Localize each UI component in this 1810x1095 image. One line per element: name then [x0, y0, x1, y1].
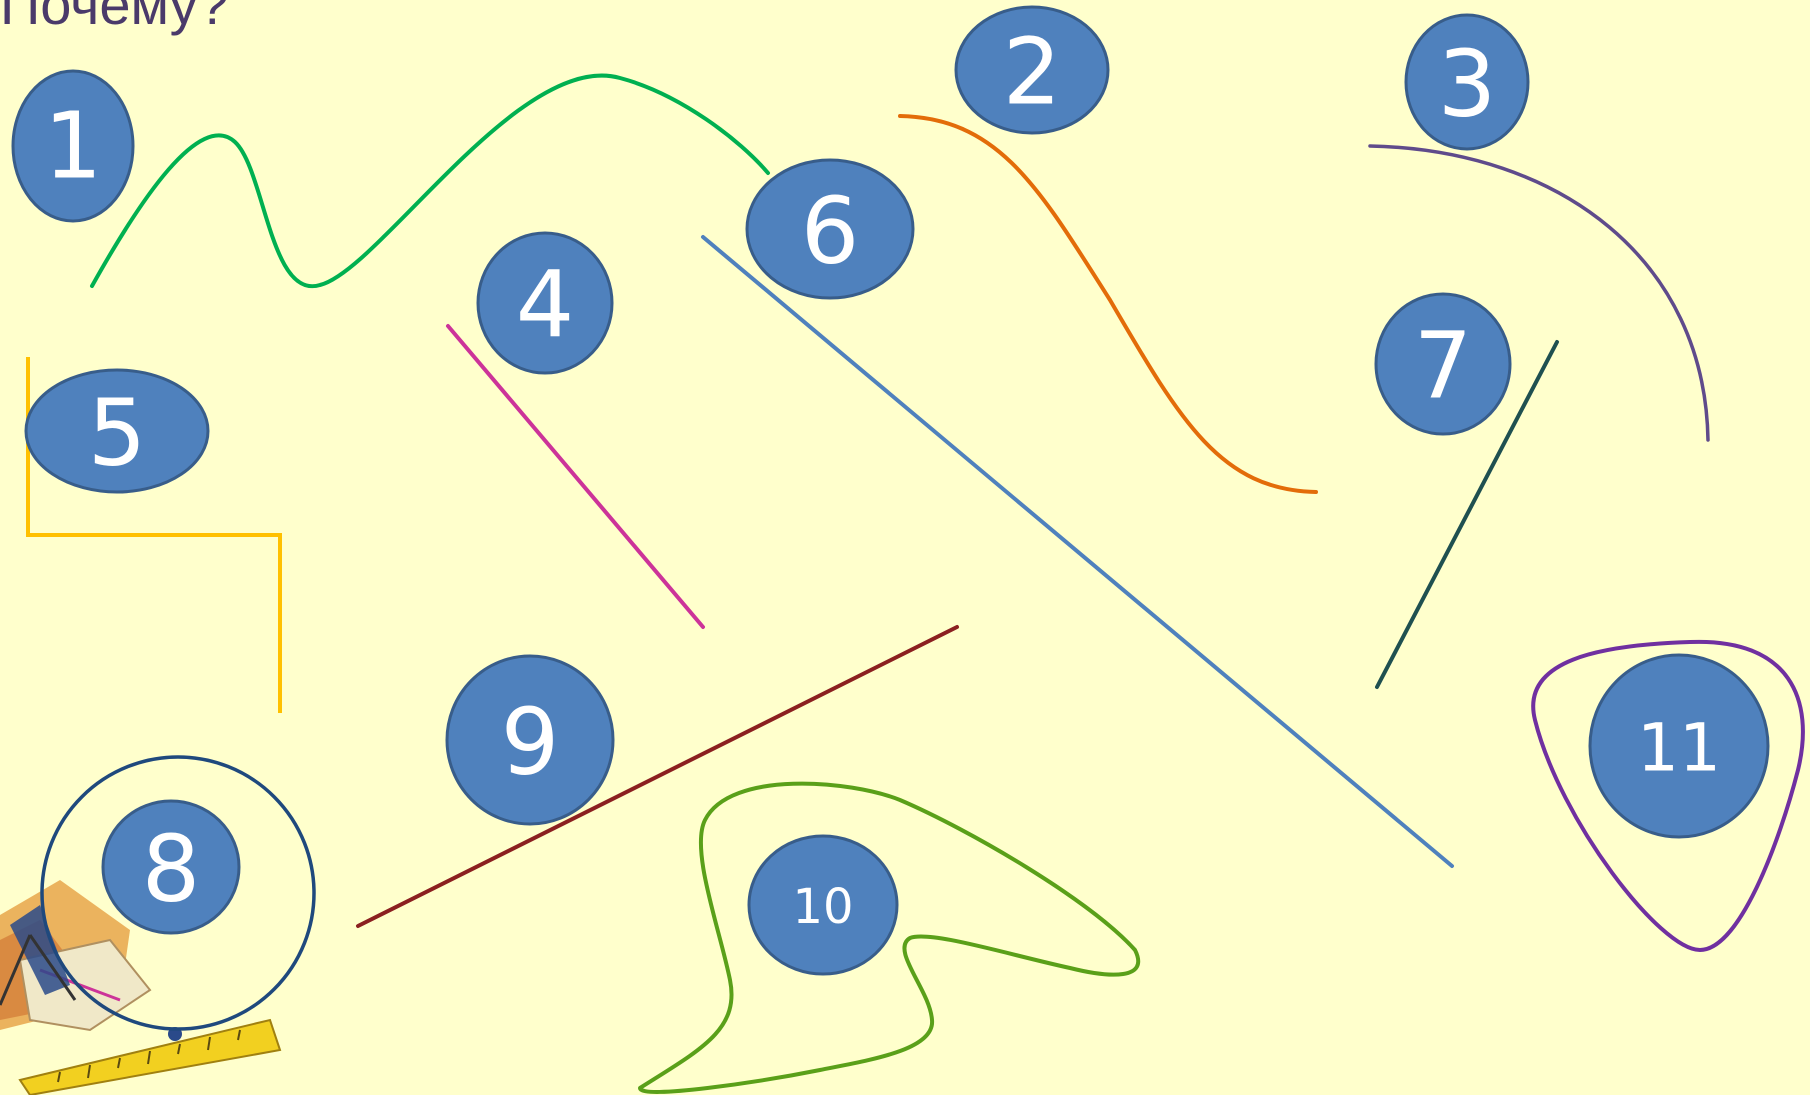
- badge-4-label: 4: [516, 252, 575, 359]
- line-10-closed-curve: [638, 781, 1141, 1094]
- line-9-segment: [356, 625, 959, 928]
- line-7-segment: [1375, 340, 1559, 689]
- badge-3: 3: [1404, 13, 1530, 151]
- badge-7-label: 7: [1414, 313, 1473, 420]
- line-2-s-curve: [898, 114, 1318, 494]
- line-11-closed-curve: [1531, 639, 1805, 952]
- badge-6: 6: [745, 158, 915, 300]
- badge-7: 7: [1374, 292, 1512, 436]
- line-1-wavy-curve: [90, 73, 770, 289]
- badge-2: 2: [954, 5, 1110, 135]
- badge-11-label: 11: [1637, 710, 1721, 787]
- badge-4: 4: [476, 231, 614, 375]
- badge-8-label: 8: [142, 816, 201, 923]
- badge-5: 5: [24, 368, 210, 494]
- badge-1: 1: [11, 69, 135, 223]
- line-6-segment: [701, 235, 1454, 868]
- badge-2-label: 2: [1003, 19, 1062, 126]
- slide-title: Почему?: [0, 0, 229, 36]
- badge-5-label: 5: [88, 380, 147, 487]
- badge-1-label: 1: [44, 93, 103, 200]
- badge-9-label: 9: [501, 689, 560, 796]
- badge-3-label: 3: [1438, 31, 1497, 138]
- badge-8: 8: [101, 799, 241, 935]
- badge-6-label: 6: [801, 178, 860, 285]
- line-4-segment: [446, 324, 705, 629]
- badge-10: 10: [747, 834, 899, 976]
- line-8-circle: [40, 755, 316, 1031]
- badge-9: 9: [445, 654, 615, 826]
- badge-10-label: 10: [792, 879, 853, 935]
- line-3-arc: [1368, 144, 1710, 442]
- badge-11: 11: [1588, 653, 1770, 839]
